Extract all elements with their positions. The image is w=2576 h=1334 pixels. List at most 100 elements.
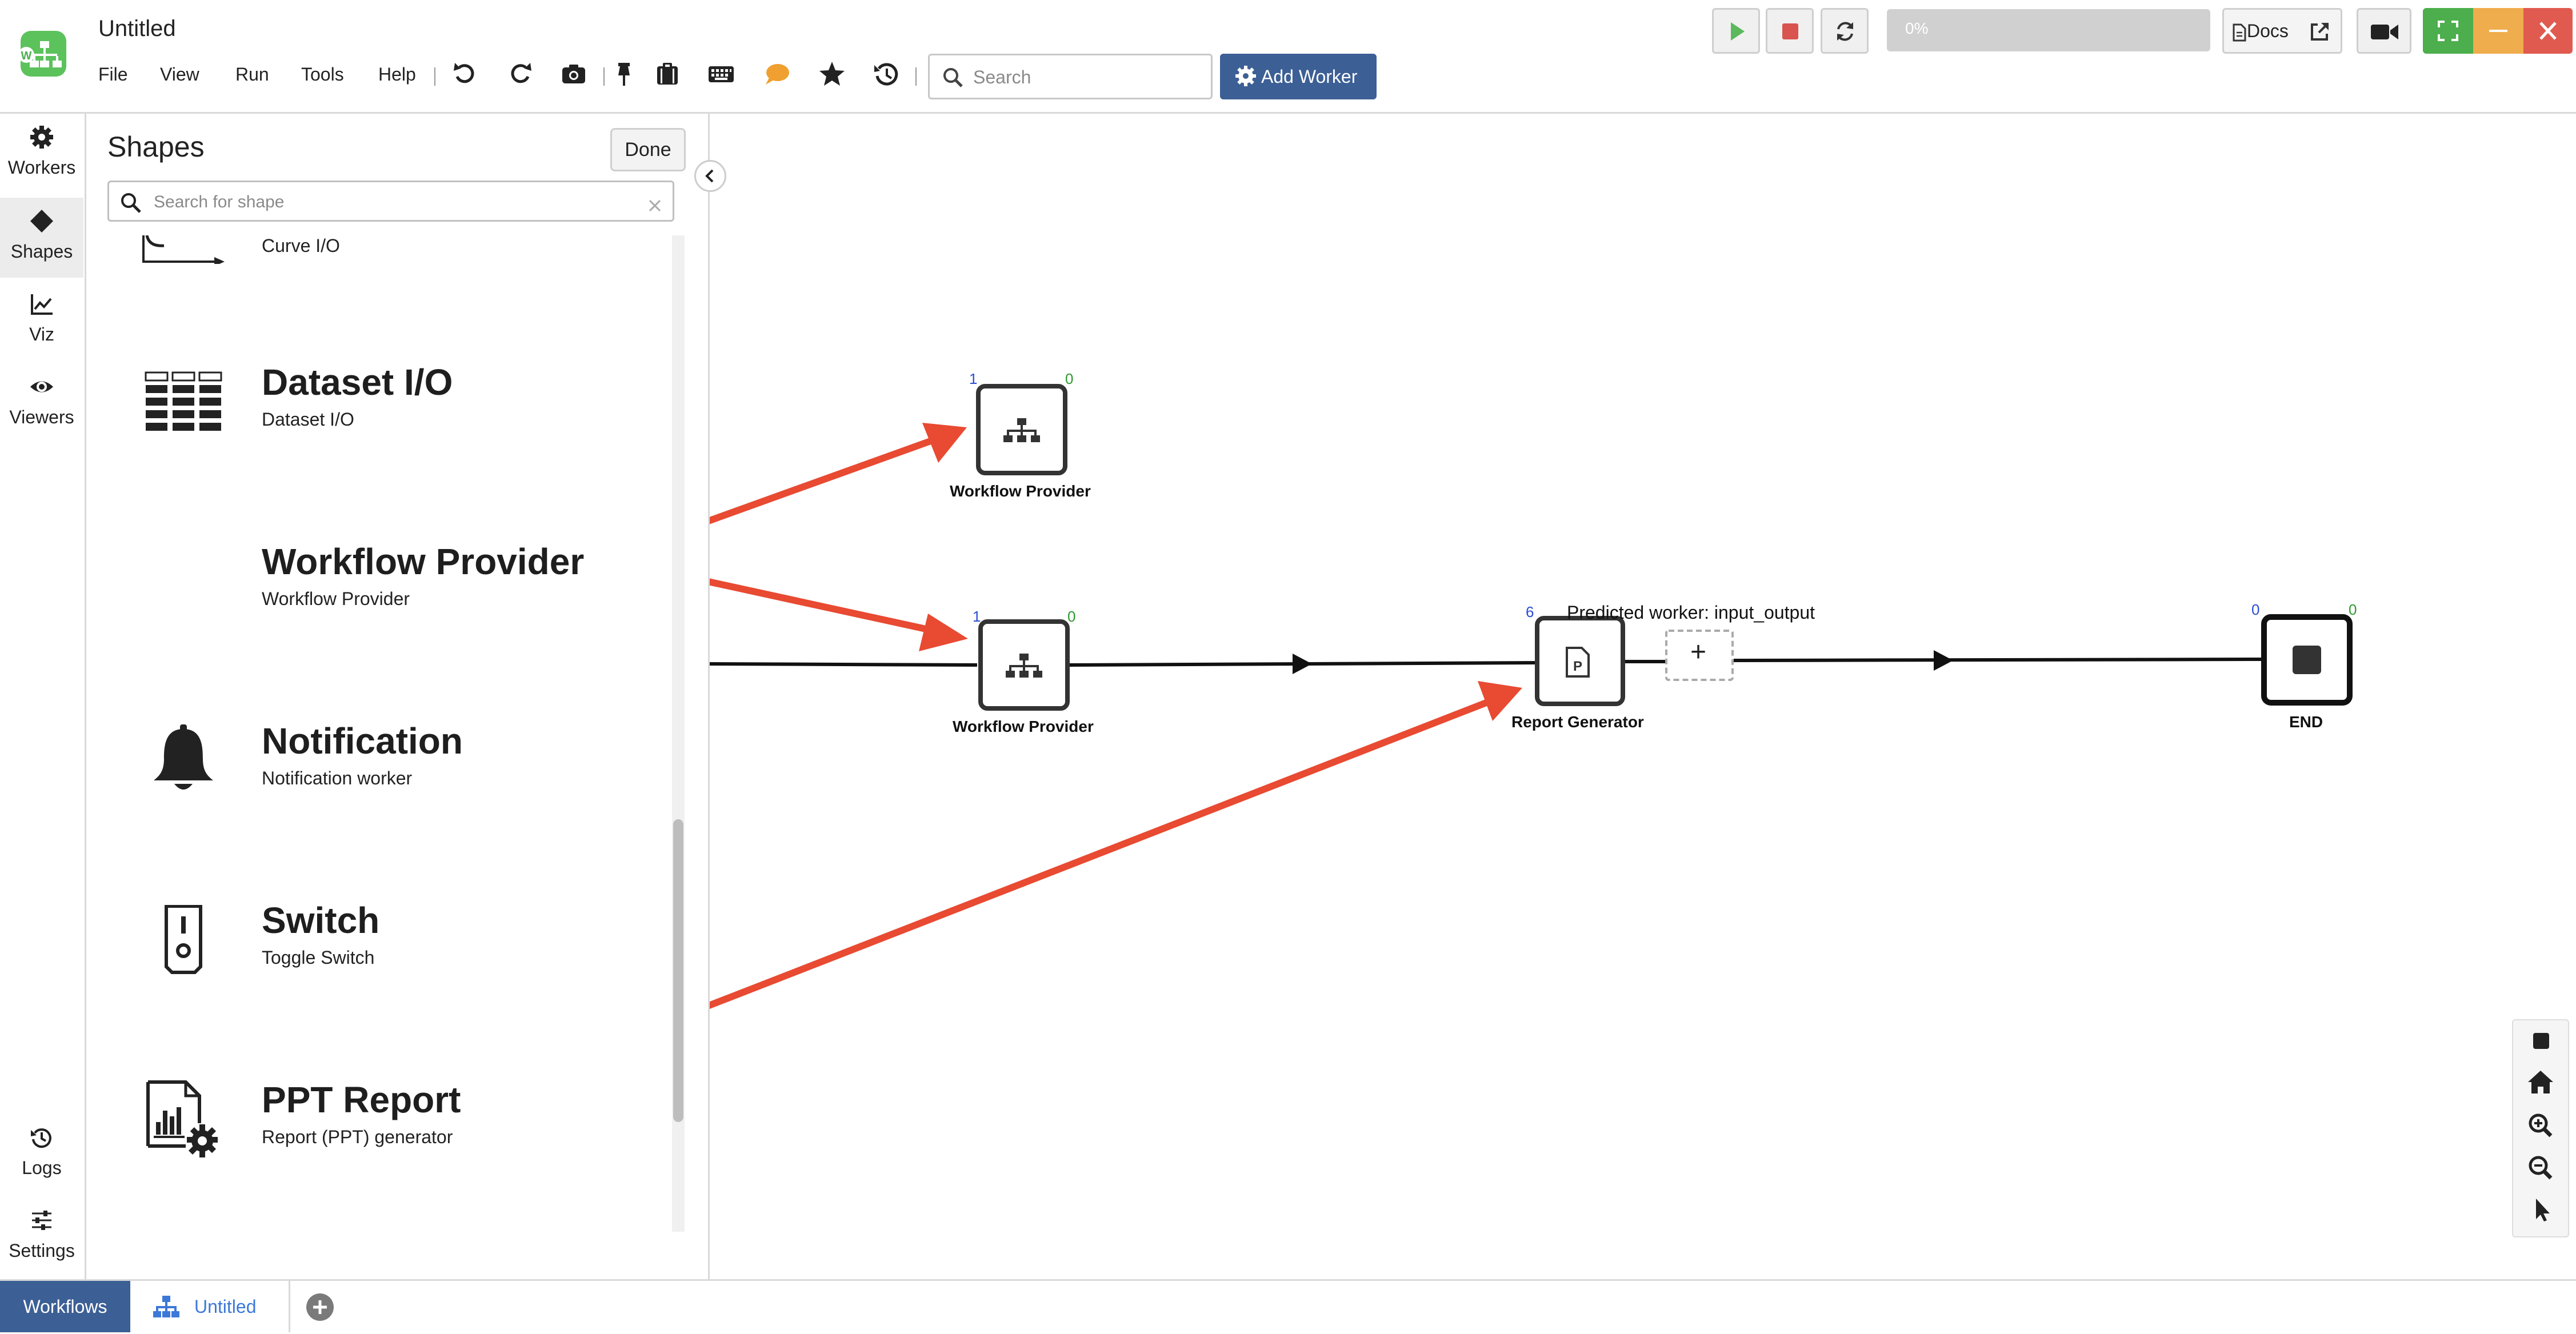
rail-viewers[interactable]: Viewers bbox=[0, 363, 83, 443]
node-report-generator[interactable]: P bbox=[1535, 616, 1625, 706]
curve-icon bbox=[142, 235, 225, 264]
document-icon bbox=[2233, 23, 2246, 42]
collapse-panel-button[interactable] bbox=[694, 160, 726, 192]
document-title[interactable]: Untitled bbox=[98, 16, 176, 41]
minimize-button[interactable] bbox=[2473, 8, 2523, 54]
rail-shapes[interactable]: Shapes bbox=[0, 198, 83, 278]
done-button[interactable]: Done bbox=[610, 128, 686, 171]
shape-title: Switch bbox=[262, 900, 380, 941]
node-workflow-provider-2[interactable] bbox=[978, 619, 1070, 711]
node-label: Workflow Provider bbox=[953, 718, 1094, 735]
sitemap-icon bbox=[1003, 418, 1040, 442]
rail-settings-label: Settings bbox=[9, 1240, 75, 1261]
add-node-placeholder[interactable] bbox=[1665, 630, 1734, 681]
rail-logs-label: Logs bbox=[22, 1157, 62, 1178]
fullscreen-button[interactable] bbox=[2423, 8, 2473, 54]
run-button[interactable] bbox=[1712, 8, 1760, 54]
tab-untitled-label: Untitled bbox=[194, 1296, 257, 1317]
tab-untitled[interactable]: Untitled bbox=[130, 1281, 290, 1332]
run-progress-bar bbox=[1887, 9, 2210, 51]
dataset-grid-icon bbox=[145, 371, 222, 431]
sitemap-icon bbox=[1006, 654, 1042, 678]
menu-view[interactable]: View bbox=[160, 64, 199, 85]
plus-icon bbox=[313, 1300, 327, 1314]
menu-tools[interactable]: Tools bbox=[301, 64, 344, 85]
refresh-button[interactable] bbox=[1821, 8, 1869, 54]
shape-item-notification[interactable]: Notification Notification worker bbox=[86, 708, 669, 811]
menu-file[interactable]: File bbox=[98, 64, 128, 85]
rail-settings[interactable]: Settings bbox=[0, 1197, 83, 1277]
fullscreen-icon bbox=[2438, 21, 2458, 41]
comment-icon[interactable] bbox=[762, 59, 792, 89]
node-workflow-provider-1[interactable] bbox=[976, 384, 1067, 475]
file-p-icon: P bbox=[1566, 647, 1590, 678]
scrollbar-thumb[interactable] bbox=[673, 819, 683, 1122]
shape-desc: Report (PPT) generator bbox=[262, 1127, 453, 1147]
output-port-count: 0 bbox=[2349, 601, 2357, 618]
shape-item-switch[interactable]: Switch Toggle Switch bbox=[86, 888, 669, 991]
shape-item-workflow-provider[interactable]: Workflow Provider Workflow Provider bbox=[86, 529, 669, 632]
annotation-arrow bbox=[710, 423, 967, 524]
home-icon[interactable] bbox=[2519, 1065, 2562, 1100]
gear-icon bbox=[30, 126, 53, 149]
sliders-icon bbox=[32, 1211, 51, 1230]
pointer-icon[interactable] bbox=[2519, 1192, 2562, 1227]
zoom-out-icon[interactable] bbox=[2519, 1149, 2562, 1185]
input-port-count: 1 bbox=[973, 608, 981, 625]
predicted-worker-hint: Predicted worker: input_output bbox=[1567, 602, 1815, 623]
search-icon bbox=[121, 193, 141, 213]
rail-viz-label: Viz bbox=[29, 324, 54, 344]
pin-icon[interactable] bbox=[609, 59, 639, 89]
canvas-tools bbox=[2512, 1019, 2569, 1237]
keyboard-icon[interactable] bbox=[706, 59, 736, 89]
record-video-button[interactable] bbox=[2357, 8, 2411, 54]
progress-percent: 0% bbox=[1905, 19, 1929, 37]
input-port-count: 0 bbox=[2251, 601, 2260, 618]
clear-search-icon[interactable] bbox=[647, 198, 662, 213]
global-search-field[interactable] bbox=[928, 54, 1213, 99]
clipboard-icon[interactable] bbox=[653, 59, 682, 89]
camera-icon[interactable] bbox=[559, 59, 589, 89]
input-port-count: 1 bbox=[969, 370, 978, 387]
left-nav-rail bbox=[0, 114, 86, 1279]
shape-item-curve-io[interactable]: Curve I/O bbox=[86, 235, 669, 270]
history-icon[interactable] bbox=[872, 59, 902, 89]
annotation-arrow bbox=[710, 578, 968, 651]
rail-workers-label: Workers bbox=[7, 157, 76, 178]
stop-square-icon[interactable] bbox=[2519, 1023, 2562, 1058]
rail-viz[interactable]: Viz bbox=[0, 281, 83, 360]
eye-icon bbox=[30, 381, 53, 392]
shape-item-ppt-report[interactable]: PPT Report Report (PPT) generator bbox=[86, 1067, 669, 1170]
add-node-symbol[interactable]: + bbox=[1690, 637, 1707, 667]
redo-icon[interactable] bbox=[505, 59, 535, 89]
shape-search-field[interactable] bbox=[107, 181, 674, 222]
bottom-tab-bar bbox=[0, 1279, 2576, 1334]
tab-workflows[interactable]: Workflows bbox=[0, 1281, 130, 1332]
star-icon[interactable] bbox=[817, 59, 847, 89]
shapes-panel-title: Shapes bbox=[107, 131, 205, 163]
shape-title: PPT Report bbox=[262, 1079, 461, 1120]
shape-desc: Dataset I/O bbox=[262, 409, 354, 430]
add-worker-button[interactable]: Add Worker bbox=[1220, 54, 1377, 99]
search-icon bbox=[943, 68, 963, 87]
menu-help[interactable]: Help bbox=[378, 64, 416, 85]
play-icon bbox=[1731, 22, 1745, 41]
undo-icon[interactable] bbox=[450, 59, 480, 89]
toolbar-divider bbox=[603, 67, 605, 86]
add-worker-label: Add Worker bbox=[1261, 66, 1358, 87]
node-end[interactable] bbox=[2261, 614, 2353, 706]
zoom-in-icon[interactable] bbox=[2519, 1107, 2562, 1143]
rail-workers[interactable]: Workers bbox=[0, 114, 83, 194]
workflow-canvas[interactable]: P bbox=[710, 114, 2576, 1279]
close-window-button[interactable] bbox=[2523, 8, 2573, 54]
rail-logs[interactable]: Logs bbox=[0, 1114, 83, 1194]
menu-run[interactable]: Run bbox=[235, 64, 269, 85]
shape-search-input[interactable] bbox=[153, 190, 623, 214]
add-tab-button[interactable] bbox=[306, 1293, 334, 1321]
node-label: END bbox=[2289, 713, 2323, 731]
stop-button[interactable] bbox=[1766, 8, 1814, 54]
shape-item-dataset-io[interactable]: Dataset I/O Dataset I/O bbox=[86, 350, 669, 452]
global-search-input[interactable] bbox=[972, 65, 1203, 90]
refresh-icon bbox=[1837, 22, 1853, 41]
docs-button[interactable]: Docs bbox=[2222, 8, 2342, 54]
